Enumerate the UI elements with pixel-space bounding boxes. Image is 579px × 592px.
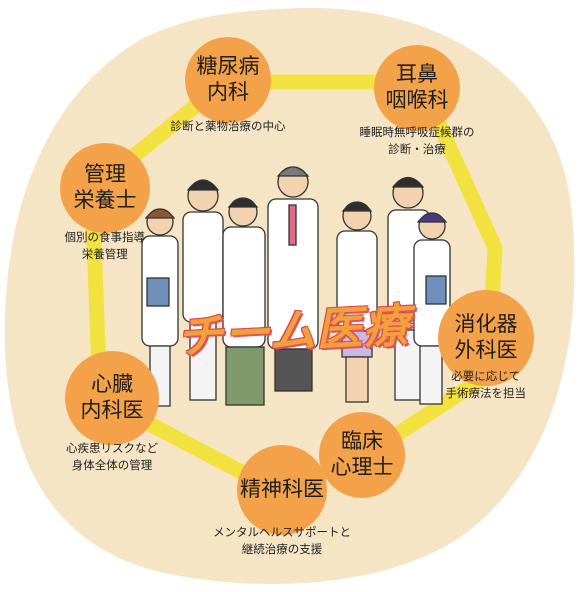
- node-label-line: 内科医: [80, 398, 144, 422]
- node-label-line: 管理: [84, 162, 126, 187]
- description-line: 継続治療の支援: [241, 541, 323, 556]
- node-description-gi-surgery: 必要に応じて手術療法を担当: [446, 368, 527, 401]
- node-label-line: 糖尿病: [196, 54, 260, 79]
- node-psychologist: 臨床心理士: [319, 412, 405, 498]
- node-label-line: 外科医: [454, 338, 518, 362]
- description-line: 心疾患リスクなど: [66, 441, 158, 455]
- node-label-line: 咽喉科: [385, 88, 449, 112]
- description-line: 必要に応じて: [451, 369, 521, 383]
- node-description-cardiology: 心疾患リスクなど身体全体の管理: [66, 440, 158, 473]
- node-label-line: 消化器: [454, 312, 518, 337]
- center-title: チーム医療: [175, 297, 412, 365]
- node-description-psychiatry: メンタルヘルスサポートと継続治療の支援: [213, 524, 351, 557]
- description-line: 身体全体の管理: [71, 457, 153, 472]
- description-line: 個別の食事指導: [64, 230, 146, 244]
- doctor-figure: [182, 179, 224, 401]
- description-line: 診断・治療: [388, 141, 446, 156]
- description-line: メンタルヘルスサポートと: [213, 525, 351, 539]
- node-label-line: 心臓: [91, 372, 133, 397]
- description-line: 手術療法を担当: [445, 385, 527, 400]
- description-line: 診断と薬物治療の中心: [170, 119, 286, 133]
- node-ent: 耳鼻咽喉科: [374, 45, 460, 131]
- node-description-ent: 睡眠時無呼吸症候群の診断・治療: [360, 124, 475, 157]
- doctor-figure: [336, 201, 378, 403]
- node-cardiology: 心臓内科医: [65, 351, 159, 445]
- node-description-dietitian: 個別の食事指導栄養管理: [65, 229, 146, 262]
- node-diabetes: 糖尿病内科: [185, 37, 271, 123]
- node-label-line: 精神科医: [240, 477, 324, 502]
- description-line: 栄養管理: [81, 246, 128, 261]
- node-label-line: 内科: [207, 80, 249, 104]
- description-line: 睡眠時無呼吸症候群の: [359, 125, 475, 139]
- node-label-line: 心理士: [330, 455, 394, 479]
- doctor-figure: [267, 166, 319, 392]
- medical-team-illustration: [141, 166, 451, 407]
- node-psychiatry: 精神科医: [237, 445, 327, 535]
- node-label-line: 耳鼻: [396, 62, 438, 87]
- node-label-line: 栄養士: [73, 188, 137, 212]
- node-label-line: 臨床: [341, 429, 383, 454]
- node-description-diabetes: 診断と薬物治療の中心: [171, 118, 286, 135]
- node-dietitian: 管理栄養士: [60, 143, 150, 233]
- node-gi-surgery: 消化器外科医: [438, 290, 534, 386]
- doctor-figure: [222, 197, 266, 406]
